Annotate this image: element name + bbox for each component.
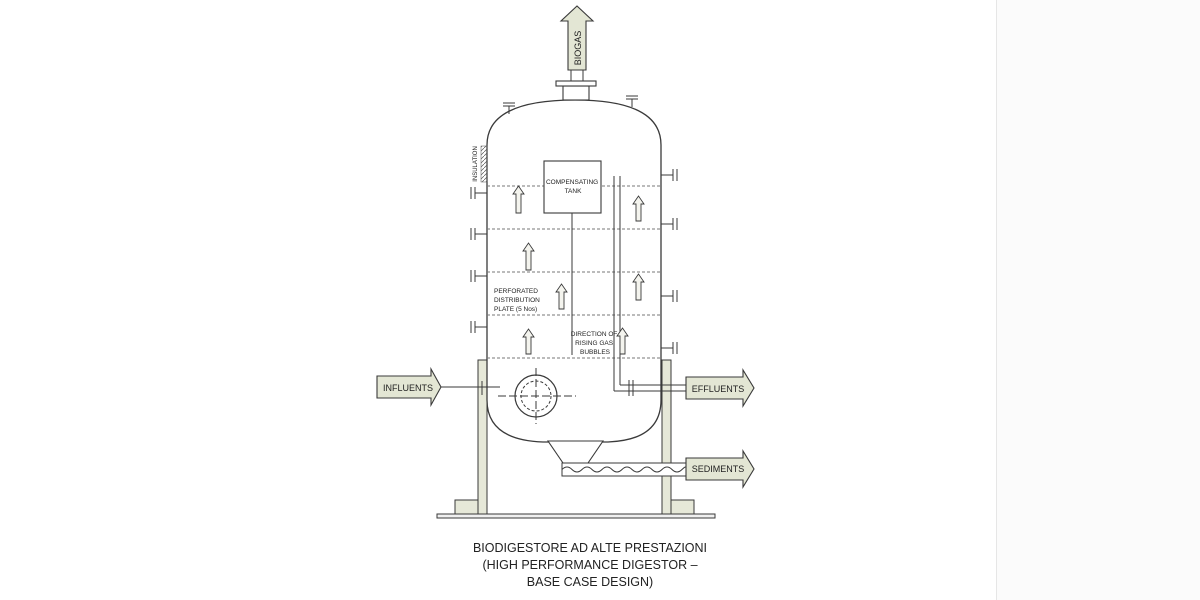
insulation-label: INSULATION <box>473 146 479 182</box>
sediments-arrow-right-icon <box>685 449 755 489</box>
gas-arrow-up-icon <box>522 328 535 355</box>
influent-pipe <box>440 381 500 395</box>
perforated-plate-label: PERFORATED DISTRIBUTION PLATE (5 Nos) <box>494 288 542 313</box>
caption-line-3: BASE CASE DESIGN) <box>526 575 654 589</box>
dome-nozzles <box>503 95 638 114</box>
gas-arrow-up-icon <box>632 273 645 301</box>
side-nozzles-right <box>661 169 678 354</box>
compensating-tank-label: COMPENSATING TANK <box>546 179 600 195</box>
gas-arrow-up-icon <box>555 283 568 310</box>
caption-line-1: BIODIGESTORE AD ALTE PRESTAZIONI <box>472 541 708 555</box>
support-legs <box>477 359 672 515</box>
gas-arrow-up-icon <box>616 327 629 355</box>
gas-arrow-up-icon <box>512 185 525 214</box>
insulation-layer <box>480 145 488 183</box>
effluents-arrow-right-icon <box>685 368 755 408</box>
sediment-cone <box>546 440 687 477</box>
sediments-outlet: SEDIMENTS <box>685 449 755 489</box>
influents-arrow-right-icon <box>376 366 442 408</box>
sediments-label: SEDIMENTS <box>692 464 745 474</box>
compensating-tank <box>543 160 602 214</box>
figure-caption: BIODIGESTORE AD ALTE PRESTAZIONI (HIGH P… <box>440 540 740 591</box>
effluents-label: EFFLUENTS <box>692 384 745 394</box>
effluents-outlet: EFFLUENTS <box>685 368 755 408</box>
top-nozzle <box>555 70 597 101</box>
manhole <box>498 368 576 424</box>
influents-inlet: INFLUENTS <box>376 366 442 408</box>
gas-rising-arrows <box>512 185 645 355</box>
side-nozzles-left <box>470 187 487 333</box>
biogas-label: BIOGAS <box>573 31 583 66</box>
page-right-margin <box>996 0 1200 600</box>
gas-arrow-up-icon <box>522 242 535 271</box>
caption-line-2: (HIGH PERFORMANCE DIGESTOR – <box>482 558 698 572</box>
gas-arrow-up-icon <box>632 195 645 222</box>
biogas-arrow-up-icon <box>559 5 595 71</box>
biogas-outlet: BIOGAS <box>559 5 595 71</box>
gas-direction-label: DIRECTION OF RISING GAS BUBBLES <box>571 331 619 356</box>
perforated-plates <box>487 185 661 359</box>
influents-label: INFLUENTS <box>383 383 433 393</box>
